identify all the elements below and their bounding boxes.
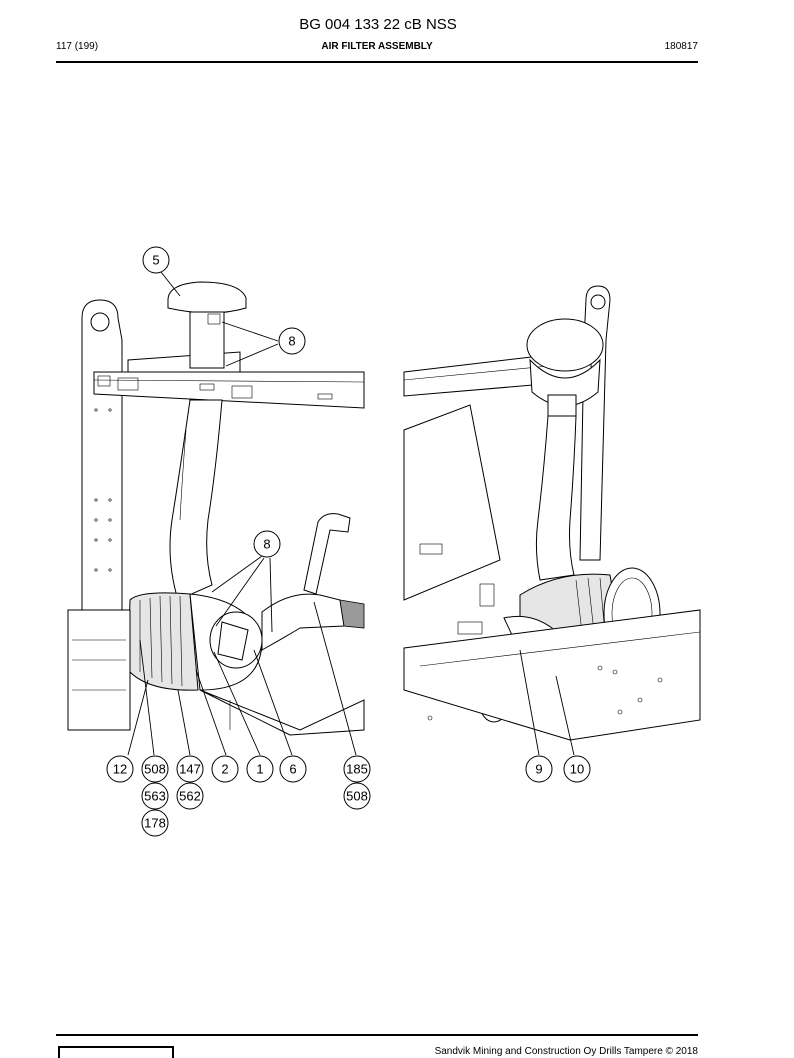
svg-text:12: 12: [113, 762, 127, 777]
callout-1: 1: [246, 755, 274, 783]
footer-copyright: Sandvik Mining and Construction Oy Drill…: [434, 1046, 698, 1057]
callout-178: 178: [141, 809, 169, 837]
callout-5: 5: [142, 246, 170, 274]
callout-147: 147: [176, 755, 204, 783]
callout-6: 6: [279, 755, 307, 783]
callout-185: 185: [343, 755, 371, 783]
svg-text:9: 9: [535, 762, 542, 777]
svg-text:562: 562: [179, 789, 201, 804]
svg-text:508: 508: [346, 789, 368, 804]
callout-508-a: 508: [141, 755, 169, 783]
page-number: 117 (199): [56, 41, 99, 52]
svg-text:185: 185: [346, 762, 368, 777]
callout-562: 562: [176, 782, 204, 810]
svg-text:2: 2: [221, 762, 228, 777]
header-row: 117 (199) AIR FILTER ASSEMBLY 180817: [56, 41, 698, 55]
svg-text:10: 10: [570, 762, 584, 777]
callout-12: 12: [106, 755, 134, 783]
callout-8-upper: 8: [278, 327, 306, 355]
section-title: AIR FILTER ASSEMBLY: [321, 41, 433, 52]
sandvik-logo: [58, 1046, 174, 1058]
left-view: [67, 281, 365, 736]
callout-2: 2: [211, 755, 239, 783]
callout-563: 563: [141, 782, 169, 810]
svg-text:147: 147: [179, 762, 201, 777]
svg-text:8: 8: [263, 537, 270, 552]
callout-10: 10: [563, 755, 591, 783]
svg-text:563: 563: [144, 789, 166, 804]
callout-9: 9: [525, 755, 553, 783]
header-divider: [56, 61, 698, 63]
footer-divider: [56, 1034, 698, 1036]
leader-lines: [127, 271, 575, 756]
right-view: [403, 285, 701, 741]
document-number: BG 004 133 22 cB NSS: [299, 16, 457, 33]
callout-508-b: 508: [343, 782, 371, 810]
svg-text:178: 178: [144, 816, 166, 831]
svg-text:5: 5: [152, 253, 159, 268]
svg-text:508: 508: [144, 762, 166, 777]
callout-8-lower: 8: [253, 530, 281, 558]
svg-text:8: 8: [288, 334, 295, 349]
svg-text:6: 6: [289, 762, 296, 777]
svg-text:1: 1: [256, 762, 263, 777]
date-code: 180817: [664, 41, 698, 52]
